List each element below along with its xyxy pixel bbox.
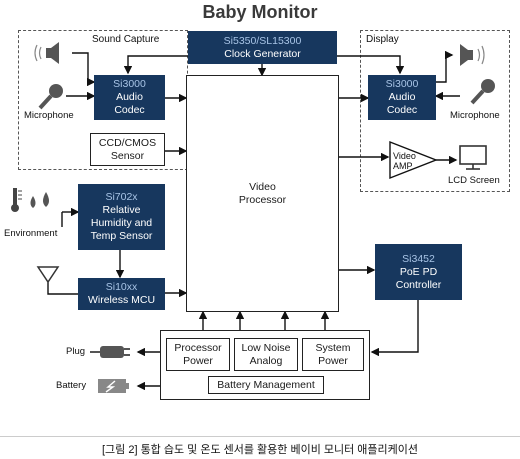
sound-capture-label: Sound Capture — [92, 34, 160, 45]
vp-line1: Video — [249, 181, 276, 193]
mcu-line2: Wireless MCU — [87, 294, 156, 306]
video-amp-triangle — [389, 140, 438, 180]
codec-left-part: Si3000 — [113, 78, 146, 90]
lcd-monitor-icon — [459, 145, 487, 170]
low-noise-analog-block: Low Noise Analog — [234, 338, 298, 371]
processor-power-block: Processor Power — [166, 338, 230, 371]
vp-line2: Processor — [238, 194, 287, 206]
clock-part-number: Si5350/SL15300 — [223, 34, 302, 47]
display-group — [360, 30, 510, 192]
ccd-line2: Sensor — [110, 149, 145, 162]
humidity-part: Si702x — [105, 191, 138, 203]
video-amp-line1: Video — [393, 151, 416, 161]
plug-icon — [90, 346, 130, 358]
pp-line2: Power — [183, 354, 213, 367]
ccd-line1: CCD/CMOS — [98, 136, 157, 149]
mcu-part: Si10xx — [105, 281, 138, 293]
codec-left-line3: Codec — [114, 104, 145, 116]
microphone-icon — [38, 84, 63, 110]
speaker-icon — [460, 44, 485, 66]
humidity-line4: Temp Sensor — [90, 230, 153, 242]
wireless-mcu-block: Si10xx Wireless MCU — [78, 278, 165, 310]
battery-icon — [98, 379, 129, 393]
poe-pd-controller-block: Si3452 PoE PD Controller — [375, 244, 462, 300]
plug-label: Plug — [66, 346, 86, 357]
battery-label: Battery — [56, 380, 87, 391]
codec-right-line3: Codec — [386, 104, 418, 116]
ccd-cmos-sensor-block: CCD/CMOS Sensor — [90, 133, 165, 166]
pp-line1: Processor — [174, 341, 222, 354]
video-processor-block: Video Processor — [186, 75, 339, 312]
codec-right-part: Si3000 — [385, 78, 419, 90]
clock-generator-block: Si5350/SL15300 Clock Generator — [188, 31, 337, 64]
microphone-right-label: Microphone — [450, 110, 500, 121]
poe-part: Si3452 — [402, 252, 435, 265]
thermometer-icon — [11, 188, 22, 212]
speaker-icon — [34, 42, 59, 64]
water-drops-icon — [30, 192, 49, 208]
poe-line3: Controller — [395, 278, 442, 291]
display-label: Display — [366, 34, 399, 45]
codec-right-line2: Audio — [388, 91, 416, 103]
figure-caption: [그림 2] 통합 습도 및 온도 센서를 활용한 베이비 모니터 애플리케이션 — [0, 436, 520, 457]
battery-management-block: Battery Management — [208, 376, 324, 394]
humidity-line2: Relative — [102, 204, 141, 216]
lna-line2: Analog — [249, 354, 283, 367]
diagram-title: Baby Monitor — [202, 2, 318, 22]
microphone-left-label: Microphone — [24, 110, 74, 121]
sp-line2: Power — [318, 354, 348, 367]
video-amp-line2: AMP — [393, 161, 413, 171]
bm-text: Battery Management — [217, 378, 315, 391]
video-amp-label: Video AMP — [393, 151, 416, 171]
humidity-line3: Humidity and — [90, 217, 153, 229]
codec-left-line2: Audio — [116, 91, 143, 103]
clock-function: Clock Generator — [224, 47, 301, 60]
humidity-sensor-block: Si702x Relative Humidity and Temp Sensor — [78, 184, 165, 250]
microphone-icon — [470, 79, 495, 105]
environment-label: Environment — [4, 228, 58, 239]
poe-line2: PoE PD — [399, 265, 438, 278]
audio-codec-right-block: Si3000 Audio Codec — [368, 75, 436, 120]
audio-codec-left-block: Si3000 Audio Codec — [94, 75, 165, 120]
system-power-block: System Power — [302, 338, 364, 371]
sp-line1: System — [315, 341, 351, 354]
lna-line1: Low Noise — [241, 341, 291, 354]
lcd-screen-label: LCD Screen — [448, 175, 500, 186]
antenna-icon — [36, 266, 60, 284]
